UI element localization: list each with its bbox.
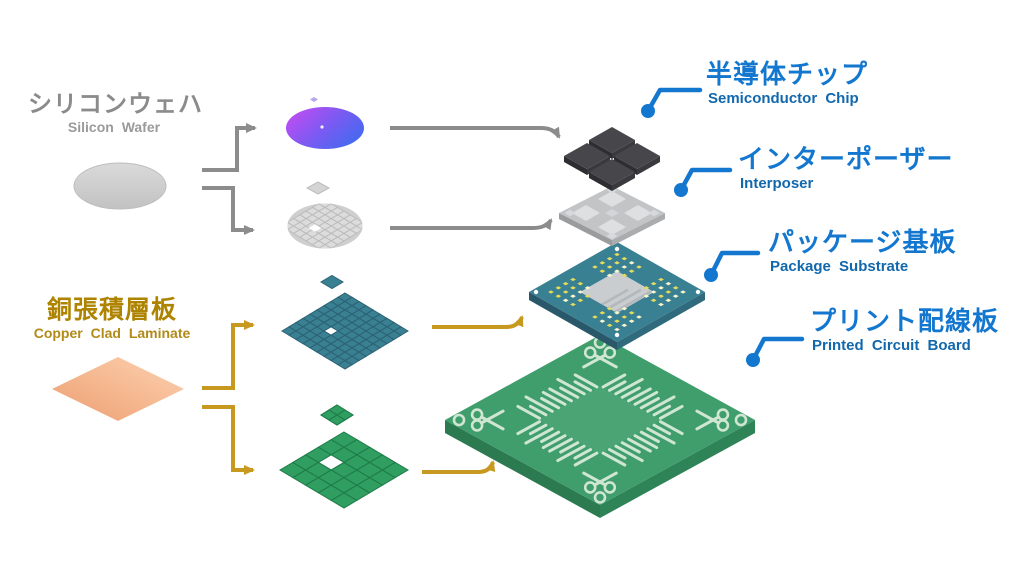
callout-leaders	[645, 87, 805, 363]
label-printed-circuit-board: プリント配線板 Printed Circuit Board	[810, 306, 1000, 355]
semiconductor-chip-jp: 半導体チップ	[706, 59, 869, 89]
dot-package-substrate	[704, 268, 718, 282]
printed-circuit-board-en: Printed Circuit Board	[812, 337, 971, 355]
substrate-laminate-panel	[281, 274, 409, 370]
arrow-wafer-to-processed	[202, 123, 257, 172]
label-copper-clad-laminate: 銅張積層板 Copper Clad Laminate	[14, 297, 210, 341]
arrow-wafer-to-diced	[202, 186, 255, 235]
silicon-wafer-jp: シリコンウェハ	[28, 91, 203, 118]
package-substrate-jp: パッケージ基板	[768, 227, 957, 257]
arrow-panel-to-pcb	[422, 460, 496, 474]
single-die	[305, 181, 331, 195]
arrow-ccl-to-green-panel	[202, 405, 255, 475]
arrow-ccl-to-teal-panel	[202, 320, 255, 390]
label-silicon-wafer: シリコンウェハ Silicon Wafer	[28, 91, 203, 136]
dot-printed-circuit-board	[746, 353, 760, 367]
copper-clad-laminate-en: Copper Clad Laminate	[33, 325, 191, 342]
pcb-laminate-panel	[279, 404, 409, 509]
silicon-wafer-en: Silicon Wafer	[67, 119, 161, 136]
interposer-jp: インターポーザー	[738, 144, 954, 174]
printed-circuit-board	[445, 335, 755, 518]
laminate-flow-arrows	[202, 315, 524, 475]
dot-semiconductor-chip	[641, 104, 655, 118]
dot-interposer	[674, 183, 688, 197]
silicon-wafer-processed	[286, 97, 364, 149]
tiny-die-speck	[310, 97, 318, 102]
leader-package-substrate	[708, 250, 761, 278]
copper-clad-laminate-jp: 銅張積層板	[46, 296, 177, 324]
package-substrate-en: Package Substrate	[770, 258, 909, 276]
interposer-layer	[559, 186, 665, 246]
callout-dots	[641, 104, 760, 367]
package-substrate	[529, 242, 705, 350]
arrow-processed-to-chips	[390, 126, 561, 139]
arrow-panel-to-substrate	[432, 315, 524, 329]
semiconductor-chips	[564, 127, 660, 191]
label-package-substrate: パッケージ基板 Package Substrate	[768, 227, 957, 276]
interposer-en: Interposer	[740, 175, 814, 193]
silicon-wafer-blank	[73, 162, 167, 210]
printed-circuit-board-jp: プリント配線板	[810, 306, 1000, 336]
leader-interposer	[678, 167, 733, 193]
silicon-wafer-diced	[287, 181, 363, 249]
leader-semiconductor-chip	[645, 87, 703, 114]
label-interposer: インターポーザー Interposer	[738, 144, 954, 193]
copper-clad-laminate-sheet	[52, 357, 184, 421]
leader-printed-circuit-board	[750, 336, 805, 363]
label-semiconductor-chip: 半導体チップ Semiconductor Chip	[706, 59, 869, 108]
semiconductor-chip-en: Semiconductor Chip	[708, 90, 859, 108]
arrow-diced-to-interposer	[390, 218, 553, 231]
wafer-flow-arrows	[202, 123, 561, 235]
